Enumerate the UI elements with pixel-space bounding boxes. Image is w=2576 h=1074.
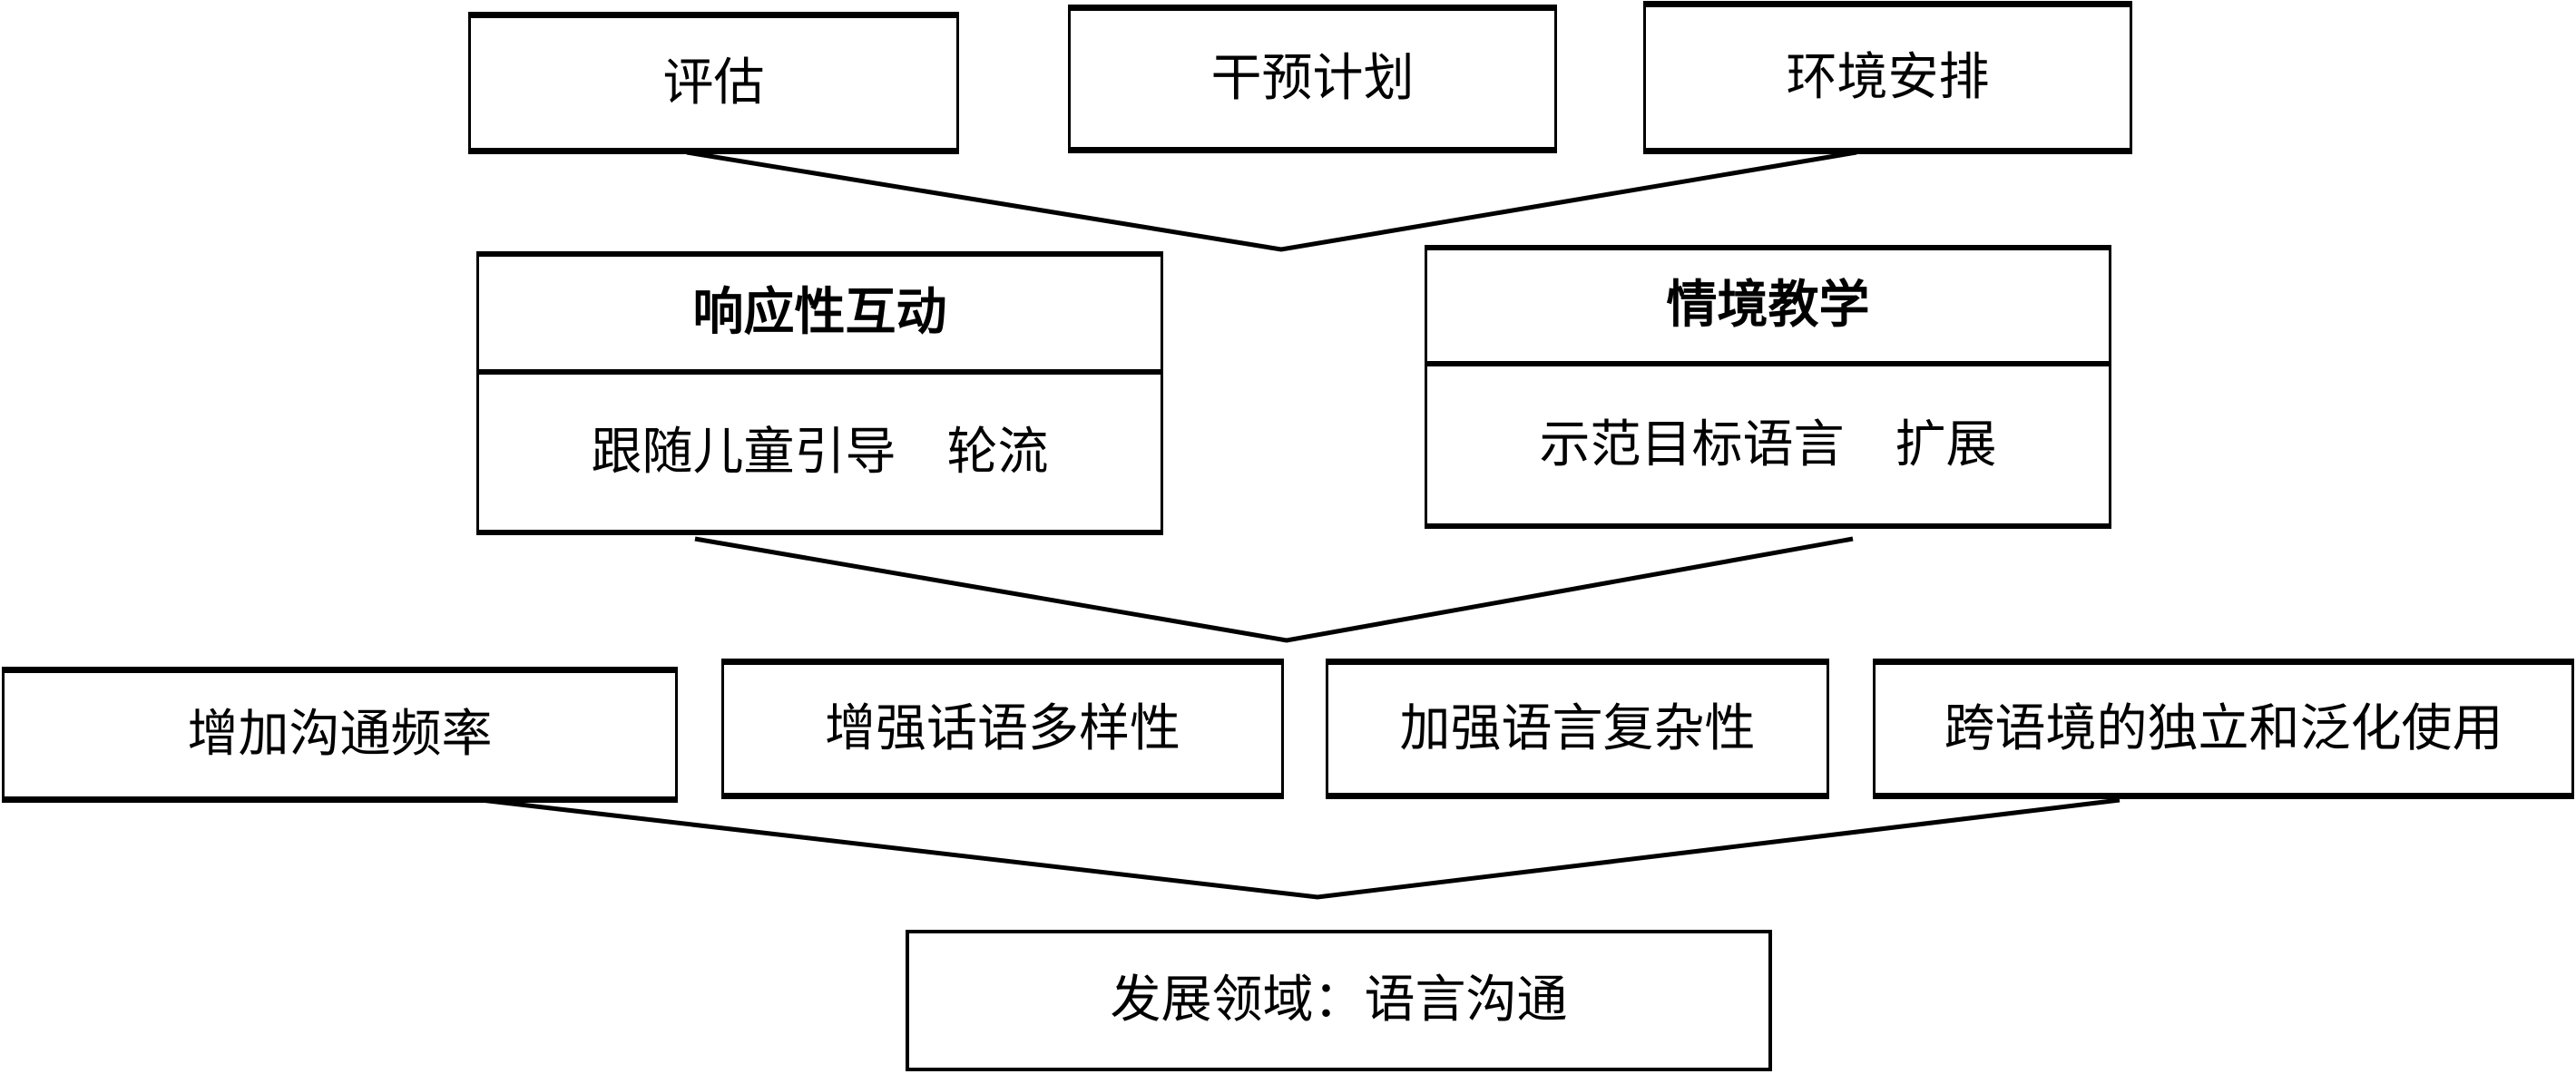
strategy-body: 跟随儿童引导 轮流: [479, 375, 1161, 530]
goal-label: 加强语言复杂性: [1399, 698, 1756, 758]
goal-label: 跨语境的独立和泛化使用: [1944, 698, 2503, 758]
outcome-label: 发展领域：语言沟通: [1110, 971, 1568, 1030]
goal-box-diversity: 增强话语多样性: [721, 659, 1284, 799]
input-box-environment-arrangement: 环境安排: [1643, 1, 2132, 154]
input-box-intervention-plan: 干预计划: [1068, 5, 1557, 153]
strategy-header: 响应性互动: [479, 257, 1161, 375]
strategy-box-milieu-teaching: 情境教学 示范目标语言 扩展: [1425, 245, 2111, 529]
strategy-title: 响应性互动: [692, 283, 947, 342]
goal-box-frequency: 增加沟通频率: [2, 667, 678, 803]
input-label: 干预计划: [1210, 49, 1415, 108]
strategy-techniques: 示范目标语言 扩展: [1539, 415, 1997, 474]
goal-box-generalization: 跨语境的独立和泛化使用: [1873, 659, 2574, 799]
funnel-connector-strategies-to-goals: [694, 536, 1854, 643]
strategy-body: 示范目标语言 扩展: [1427, 366, 2109, 523]
input-label: 评估: [662, 53, 765, 112]
strategy-techniques: 跟随儿童引导 轮流: [591, 422, 1049, 482]
strategy-title: 情境教学: [1666, 276, 1870, 335]
funnel-connector-inputs-to-strategies: [686, 150, 1857, 252]
strategy-header: 情境教学: [1427, 250, 2109, 366]
goal-label: 增强话语多样性: [825, 698, 1180, 758]
input-label: 环境安排: [1786, 47, 1990, 107]
goal-label: 增加沟通频率: [187, 705, 493, 764]
input-box-assessment: 评估: [468, 12, 959, 154]
strategy-box-responsive-interaction: 响应性互动 跟随儿童引导 轮流: [476, 251, 1163, 535]
funnel-connector-goals-to-outcome: [480, 797, 2121, 900]
goal-box-complexity: 加强语言复杂性: [1326, 659, 1829, 799]
outcome-box: 发展领域：语言沟通: [906, 930, 1772, 1071]
